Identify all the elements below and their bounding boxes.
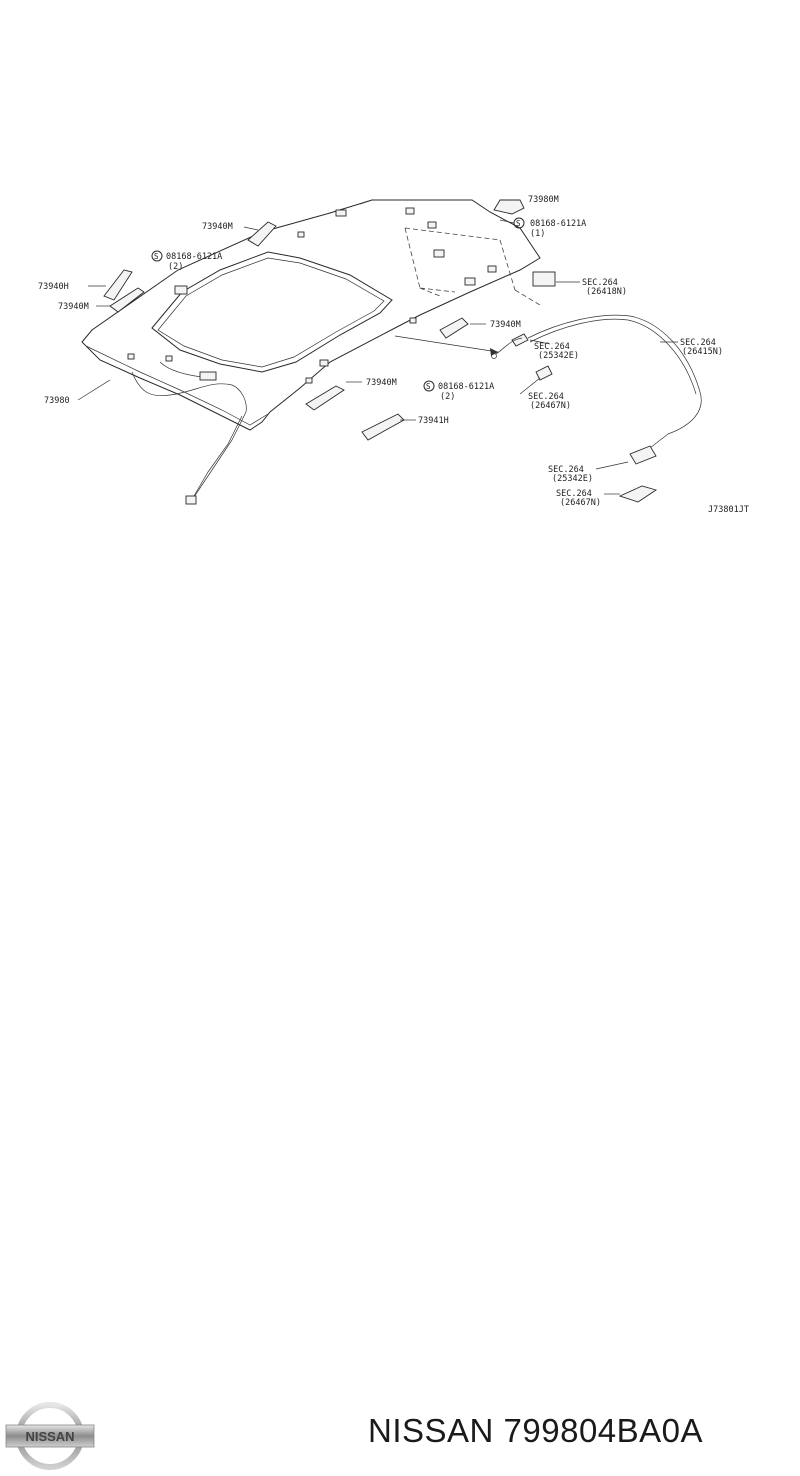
svg-text:(26467N): (26467N)	[560, 498, 601, 508]
svg-text:SEC.264: SEC.264	[528, 392, 564, 402]
svg-text:S: S	[154, 252, 159, 261]
lamp-connector-1: SEC.264 (25342E)	[491, 333, 579, 361]
bracket-lower: 73941H	[361, 413, 449, 441]
svg-text:S: S	[426, 382, 431, 391]
sunroof-opening	[151, 251, 393, 373]
wiring-harness-front: 73980	[44, 285, 247, 505]
screw-left: S 08168-6121A (2)	[151, 250, 222, 272]
label-screw-left: 08168-6121A	[166, 252, 222, 262]
rear-console-dashed	[404, 207, 541, 306]
svg-text:NISSAN: NISSAN	[25, 1429, 74, 1444]
svg-text:SEC.264: SEC.264	[556, 489, 592, 499]
svg-text:SEC.264: SEC.264	[680, 338, 716, 348]
assist-grip-mid-right: 73940M	[439, 317, 521, 339]
label-handle-mid-right: 73940M	[490, 320, 521, 330]
screw-lower: S 08168-6121A (2)	[423, 380, 494, 402]
label-bracket-top-left: 73940M	[202, 222, 233, 232]
label-screw-lower-qty: (2)	[440, 392, 455, 402]
assist-grip-lower-mid: 73940M	[305, 378, 397, 411]
svg-text:SEC.264: SEC.264	[534, 342, 570, 352]
svg-text:(26467N): (26467N)	[530, 401, 571, 411]
svg-text:SEC.264: SEC.264	[548, 465, 584, 475]
assist-grip-left: 73940H 73940M	[38, 269, 145, 313]
label-screw-top-qty: (1)	[530, 229, 545, 239]
wiring-harness-rear: SEC.264 (26415N)	[527, 314, 723, 449]
top-dome-light-bracket: 73980M S 08168-6121A (1)	[493, 195, 586, 239]
svg-text:(26415N): (26415N)	[682, 347, 723, 357]
clips	[127, 209, 417, 384]
lamp-connector-3: SEC.264 (25342E)	[548, 445, 657, 484]
nissan-logo: NISSAN	[5, 1402, 95, 1470]
assist-grip-top-left: 73940M	[202, 221, 277, 247]
vanity-lamp: SEC.264 (26467N)	[556, 485, 658, 508]
label-bracket-lower: 73941H	[418, 416, 449, 426]
label-headlining: 73980	[44, 396, 70, 406]
label-screw-top: 08168-6121A	[530, 219, 586, 229]
svg-text:(26418N): (26418N)	[586, 287, 627, 297]
lamp-connector-2: SEC.264 (26467N)	[519, 365, 571, 411]
brand-part-number: NISSAN 799804BA0A	[368, 1412, 704, 1449]
screw-symbol-top: S	[516, 219, 521, 228]
drawing-code: J73801JT	[708, 505, 749, 515]
svg-text:(25342E): (25342E)	[538, 351, 579, 361]
label-top-partial: 73980M	[528, 195, 559, 205]
roof-headlining-parts-diagram: 73980M S 08168-6121A (1) 73940M S 08168-…	[38, 195, 749, 515]
svg-text:SEC.264: SEC.264	[582, 278, 618, 288]
footer: NISSAN NISSAN 799804BA0A	[0, 700, 800, 1470]
map-lamp-assembly: SEC.264 (26418N)	[532, 271, 627, 297]
label-handle-left-h: 73940H	[38, 282, 69, 292]
svg-text:(25342E): (25342E)	[552, 474, 593, 484]
label-screw-left-qty: (2)	[168, 262, 183, 272]
label-screw-lower: 08168-6121A	[438, 382, 494, 392]
label-handle-lower-mid: 73940M	[366, 378, 397, 388]
leader-arrow	[394, 335, 499, 356]
headlining-panel	[81, 199, 541, 431]
label-handle-left-m: 73940M	[58, 302, 89, 312]
